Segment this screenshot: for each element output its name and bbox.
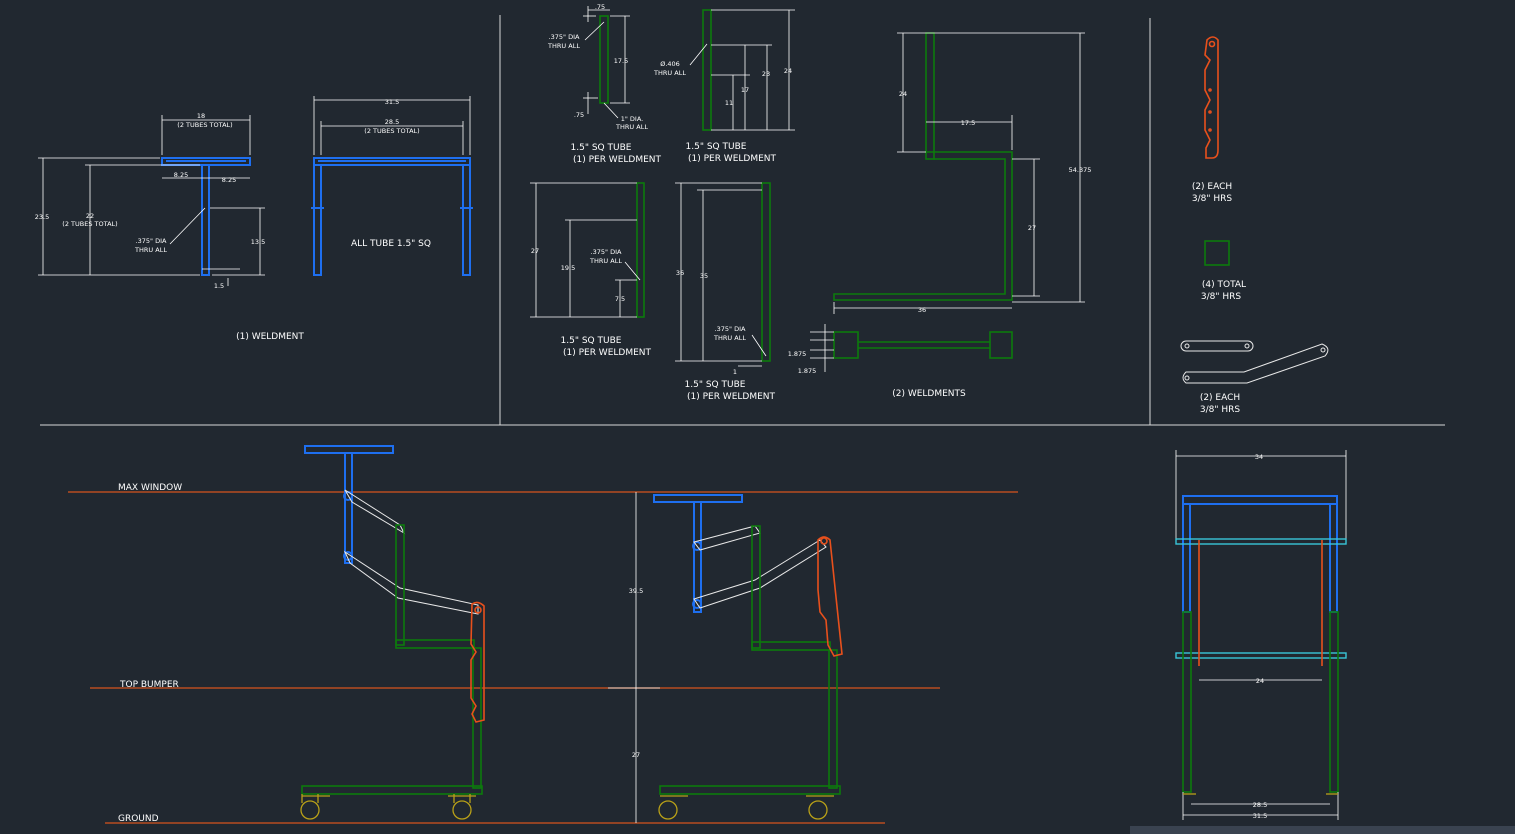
dim-tube-a-thru2: THRU ALL [615, 123, 648, 131]
dim-tube-d-36: 36 [676, 269, 684, 277]
dim-tube-d-hole: .375" DIA [715, 325, 746, 333]
dim-39-5: 39.5 [629, 587, 643, 595]
dim-13-5: 13.5 [251, 238, 265, 246]
dim-front-28-5: 28.5 [1253, 801, 1267, 809]
dim-front-34: 34 [1255, 453, 1263, 461]
dim-tube-b-406: Ø.406 [660, 60, 680, 68]
max-window-label: MAX WINDOW [118, 483, 182, 493]
dim-base-27: 27 [1028, 224, 1036, 232]
dim-tube-a-hole: .375" DIA [549, 33, 580, 41]
hrs-plate-long [1204, 36, 1219, 159]
tube-a-drawing [583, 6, 630, 119]
dim-tube-a-1dia: 1" DIA. [621, 115, 644, 123]
dim-base-36: 36 [918, 306, 926, 314]
dim-tube-d-1: 1 [733, 368, 737, 376]
dim-31-5-frame: 31.5 [385, 98, 399, 106]
hrs-link-bars [1180, 340, 1329, 384]
base-weldment-drawing [810, 32, 1085, 372]
assembly-lowered-view [653, 494, 843, 820]
hrs1-label1: (2) EACH [1192, 182, 1232, 192]
tube-c-drawing [530, 182, 645, 318]
dim-18-note: (2 TUBES TOTAL) [177, 121, 232, 129]
weldment-caption: (1) WELDMENT [236, 332, 304, 342]
dim-23-5: 23.5 [35, 213, 49, 221]
tube-b-caption2: (1) PER WELDMENT [688, 154, 777, 164]
assembly-raised-view [300, 445, 485, 820]
dim-tube-c-7-5: 7.5 [615, 295, 625, 303]
tube-c-caption1: 1.5" SQ TUBE [561, 336, 622, 346]
ground-label: GROUND [118, 814, 159, 824]
tube-a-caption2: (1) PER WELDMENT [573, 155, 662, 165]
dim-front-31-5: 31.5 [1253, 812, 1267, 820]
hrs3-label1: (2) EACH [1200, 393, 1240, 403]
base-caption: (2) WELDMENTS [892, 389, 966, 399]
tube-d-drawing [675, 182, 771, 367]
top-bumper-label: TOP BUMPER [119, 680, 179, 690]
tube-b-drawing [689, 9, 795, 131]
dim-base-24: 24 [899, 90, 907, 98]
cad-status-bar[interactable] [1130, 826, 1515, 834]
dim-tube-d-thru: THRU ALL [713, 334, 746, 342]
dim-hole-thru: THRU ALL [134, 246, 167, 254]
dim-22: 22 [86, 212, 94, 220]
dim-tube-c-27: 27 [531, 247, 539, 255]
dim-base-54-375: 54.375 [1069, 166, 1092, 174]
dim-tube-a-75: .75 [595, 3, 605, 11]
dim-tube-b-thru: THRU ALL [653, 69, 686, 77]
dim-tube-b-11: 11 [725, 99, 733, 107]
dim-28-5-frame: 28.5 [385, 118, 399, 126]
dim-27-assembly: 27 [632, 751, 640, 759]
dim-tube-c-hole: .375" DIA [591, 248, 622, 256]
tube-d-caption2: (1) PER WELDMENT [687, 392, 776, 402]
dim-8-25-right: 8.25 [222, 176, 236, 184]
dim-tube-d-35: 35 [700, 272, 708, 280]
frame-front-view [311, 96, 473, 276]
tube-d-caption1: 1.5" SQ TUBE [685, 380, 746, 390]
dim-base-1-875b: 1.875 [798, 367, 817, 375]
hrs1-label2: 3/8" HRS [1192, 194, 1233, 204]
dim-base-1-875a: 1.875 [788, 350, 807, 358]
dim-base-17-5: 17.5 [961, 119, 975, 127]
hrs2-label1: (4) TOTAL [1202, 280, 1246, 290]
dim-front-24: 24 [1256, 677, 1264, 685]
dim-tube-b-23: 23 [762, 70, 770, 78]
dim-28-5-note: (2 TUBES TOTAL) [364, 127, 419, 135]
hrs-square-plate [1204, 240, 1230, 266]
dim-tube-b-24: 24 [784, 67, 792, 75]
dim-1-5: 1.5 [214, 282, 224, 290]
hrs2-label2: 3/8" HRS [1201, 292, 1242, 302]
dim-tube-c-thru: THRU ALL [589, 257, 622, 265]
front-view-assembly [1175, 450, 1347, 820]
dim-tube-a-75b: .75 [574, 111, 584, 119]
dim-18: 18 [197, 112, 205, 120]
dim-tube-a-thru: THRU ALL [547, 42, 580, 50]
tube-b-caption1: 1.5" SQ TUBE [686, 142, 747, 152]
tube-c-caption2: (1) PER WELDMENT [563, 348, 652, 358]
tube-a-caption1: 1.5" SQ TUBE [571, 143, 632, 153]
hrs3-label2: 3/8" HRS [1200, 405, 1241, 415]
weldment-side-view [38, 115, 265, 286]
dim-hole-dia: .375" DIA [136, 237, 167, 245]
dim-tube-c-19-5: 19.5 [561, 264, 575, 272]
all-tube-note: ALL TUBE 1.5" SQ [351, 239, 431, 249]
dim-tube-b-17: 17 [741, 86, 749, 94]
dim-8-25-left: 8.25 [174, 171, 188, 179]
dim-22-note: (2 TUBES TOTAL) [62, 220, 117, 228]
dim-tube-a-17-5: 17.5 [614, 57, 628, 65]
